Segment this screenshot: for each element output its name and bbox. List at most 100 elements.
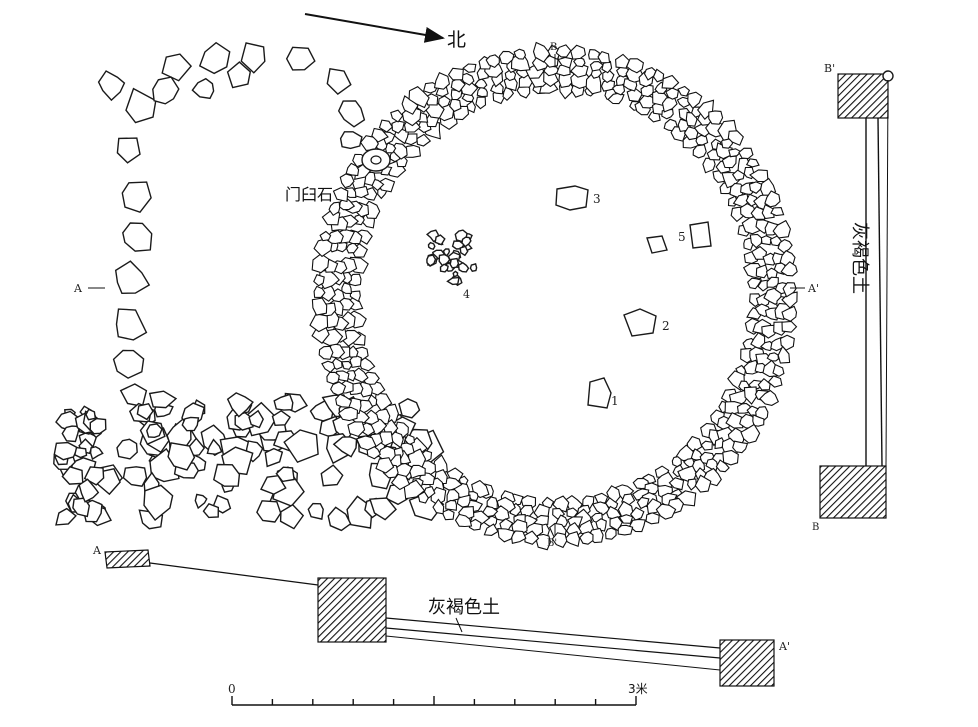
cluster-stone	[434, 234, 446, 246]
ring-stone	[591, 501, 611, 516]
cluster-stone	[457, 261, 470, 273]
ring-stone	[702, 157, 716, 174]
mark-a-prime-label: A'	[807, 282, 819, 295]
ring-stone	[371, 127, 389, 143]
ring-stone	[601, 60, 613, 74]
ring-stone	[485, 54, 500, 69]
ring-stone	[462, 63, 477, 73]
ring-stone	[441, 508, 455, 521]
ring-stone	[745, 158, 760, 168]
wall-stone	[89, 417, 107, 435]
ring-stone	[661, 74, 680, 89]
wall-stone	[121, 181, 152, 214]
ring-stone	[355, 435, 377, 451]
ring-stone	[359, 135, 379, 151]
circular-stone-ring	[309, 41, 798, 551]
section-a-middle-block	[317, 577, 387, 643]
ring-stone	[309, 313, 329, 333]
section-a-profile: A A' 灰褐色土	[92, 544, 790, 687]
feature-number-2: 2	[662, 319, 670, 333]
ring-stone	[330, 381, 347, 396]
section-a-line-a	[385, 617, 721, 649]
ring-stone	[555, 44, 572, 58]
mark-b-top-label: B	[550, 42, 557, 53]
ring-stone	[780, 261, 798, 277]
ring-stone	[766, 352, 779, 362]
wall-stone	[264, 447, 284, 468]
ring-stone	[318, 345, 334, 360]
ring-stone	[474, 78, 488, 89]
section-b-right-line	[877, 117, 883, 467]
ring-stone	[551, 532, 568, 549]
ring-stone	[321, 360, 336, 374]
ring-stone	[335, 393, 353, 408]
wall-stone	[122, 222, 153, 252]
ring-stone	[557, 56, 573, 69]
wall-stone	[136, 403, 154, 421]
ring-stone	[687, 91, 703, 110]
wall-stone	[125, 87, 157, 124]
section-b-top-block	[837, 73, 889, 119]
section-b-bottom-label: B	[812, 522, 819, 533]
feature-number-5: 5	[678, 230, 686, 244]
north-arrow: 北	[304, 13, 466, 51]
wall-stone	[89, 445, 104, 461]
ring-stone	[449, 97, 462, 113]
ring-stone	[640, 84, 654, 98]
cluster-stone	[461, 236, 472, 248]
door-mortar-stone: 门臼石	[285, 148, 391, 204]
ring-stone	[772, 363, 785, 377]
ring-stone	[626, 58, 645, 74]
cluster-stone	[446, 276, 460, 286]
cluster-stone	[452, 270, 459, 278]
ring-stone	[766, 276, 779, 288]
section-a-line-b	[385, 627, 721, 659]
ring-stone	[722, 449, 739, 466]
wall-stone	[202, 502, 220, 519]
wall-stone	[285, 46, 316, 71]
ring-stone	[447, 67, 464, 81]
ring-stone	[700, 440, 713, 451]
wall-stone	[226, 61, 252, 89]
ring-stone	[588, 49, 600, 60]
ring-stone	[597, 50, 611, 64]
ring-stone	[708, 110, 724, 125]
ring-stone	[408, 86, 430, 109]
ring-stone	[337, 406, 359, 422]
ring-stone	[486, 496, 498, 510]
wall-stone	[332, 436, 358, 458]
ring-stone	[668, 477, 685, 491]
cluster-stone	[439, 263, 449, 273]
ring-stone	[313, 274, 325, 287]
cluster-stone	[469, 263, 478, 272]
ring-stone	[757, 377, 771, 391]
wall-stone	[161, 53, 193, 82]
wall-stone	[206, 438, 223, 455]
ring-stone	[749, 169, 769, 183]
feature-number-3: 3	[593, 192, 601, 206]
ring-stone	[645, 512, 660, 525]
ring-stone	[757, 279, 770, 292]
wall-stone	[273, 393, 294, 411]
wall-stone	[115, 308, 148, 341]
section-a-line-top	[149, 562, 319, 586]
wall-stone	[116, 438, 138, 460]
section-b-profile: B' B 灰褐色土	[812, 62, 894, 533]
section-a-left-block	[104, 549, 151, 569]
ring-stone	[446, 489, 460, 504]
ring-stone	[339, 173, 355, 189]
wall-stone	[72, 497, 91, 518]
ring-stone	[781, 305, 798, 322]
mortar-stone-label: 门臼石	[285, 185, 333, 204]
ring-stone	[705, 458, 718, 471]
ring-stone	[751, 245, 768, 260]
wall-stone	[191, 77, 215, 100]
feature-stone-3	[555, 185, 589, 211]
cluster-stone	[449, 257, 460, 269]
mark-b-bottom-label: B'	[547, 538, 557, 549]
wall-stone	[339, 131, 363, 150]
section-a-left-label: A	[92, 544, 102, 557]
ring-stone	[352, 367, 369, 383]
ring-stone	[570, 44, 587, 60]
wall-stone	[73, 446, 88, 459]
